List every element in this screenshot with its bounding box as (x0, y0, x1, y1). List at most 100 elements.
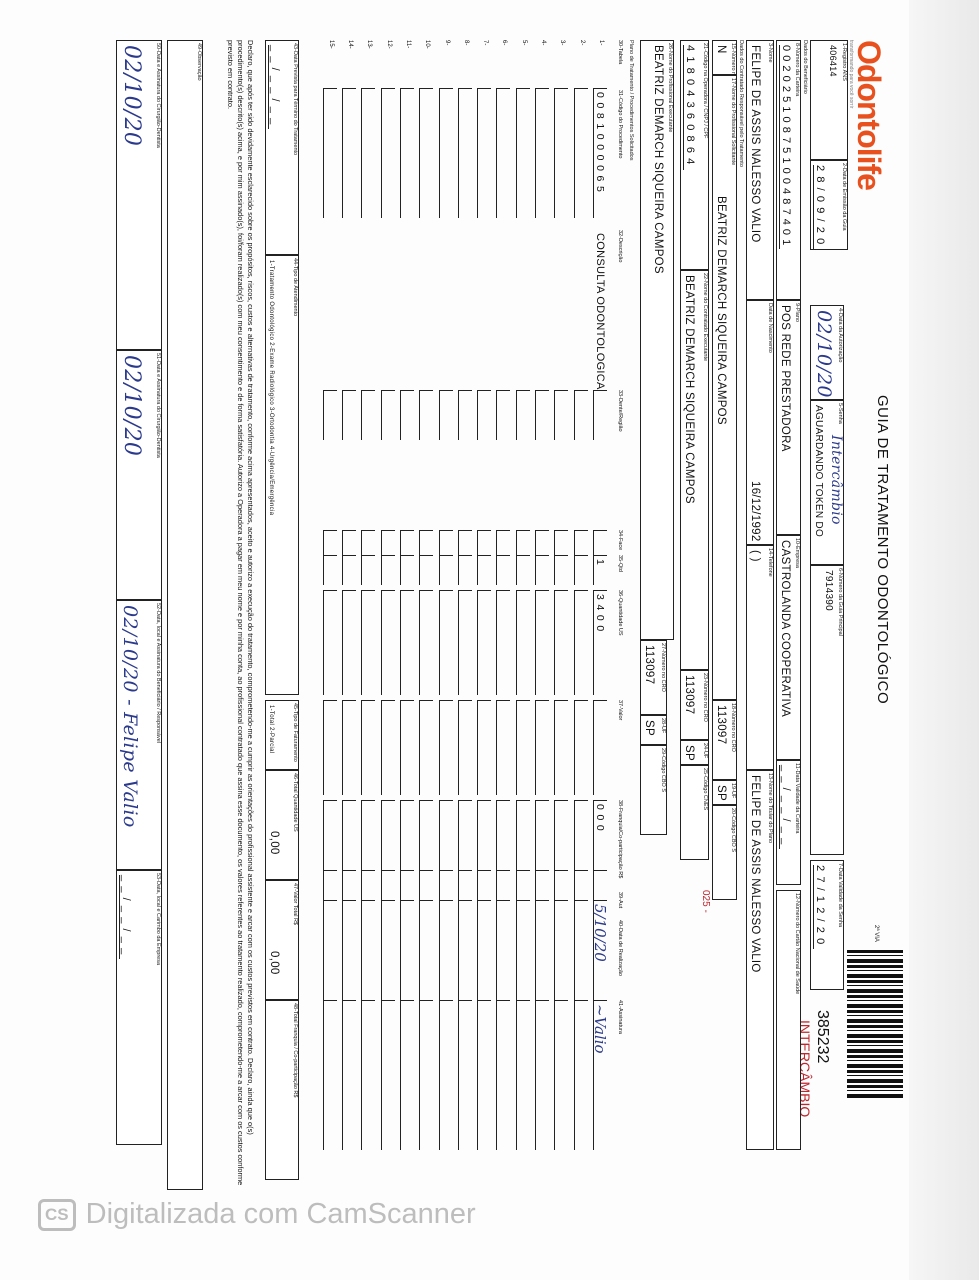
cell-aut[interactable] (322, 870, 337, 900)
cell-date[interactable] (496, 900, 511, 1000)
cell-valor[interactable] (457, 700, 472, 795)
cell-us[interactable] (400, 590, 414, 695)
cell-code[interactable] (322, 88, 337, 218)
cell-franq[interactable] (515, 800, 530, 870)
field-valor-total[interactable]: 47-Valor Total R$0,00 (265, 880, 299, 1000)
cell-aut[interactable] (593, 870, 607, 900)
cell-sign[interactable] (419, 1000, 434, 1150)
cell-dente[interactable] (419, 390, 434, 440)
cell-qtd[interactable] (477, 555, 492, 585)
cell-dente[interactable] (477, 390, 492, 440)
cell-valor[interactable] (554, 700, 569, 795)
cell-desc[interactable] (400, 230, 414, 390)
cell-us[interactable] (573, 590, 588, 695)
cell-desc[interactable] (419, 230, 433, 390)
field-cbo-profissional[interactable]: 29-Código CBO S (640, 745, 667, 835)
cell-code[interactable] (573, 88, 588, 218)
cell-valor[interactable] (535, 700, 550, 795)
cell-valor[interactable] (400, 700, 414, 795)
cell-sign[interactable] (400, 1000, 414, 1150)
cell-date[interactable] (573, 900, 588, 1000)
cell-dente[interactable] (400, 390, 414, 440)
cell-aut[interactable] (535, 870, 550, 900)
cell-desc[interactable] (477, 230, 491, 390)
field-carimbo-empresa[interactable]: 53-Data, local e Carimbo da Empresa__/__… (116, 870, 162, 1145)
cell-aut[interactable] (457, 870, 472, 900)
cell-code[interactable] (477, 88, 492, 218)
field-telefone[interactable]: 14-Telefone( ) (746, 545, 774, 770)
cell-sign[interactable] (515, 1000, 530, 1150)
cell-date[interactable] (380, 900, 395, 1000)
cell-desc[interactable] (516, 230, 530, 390)
cell-code[interactable] (535, 88, 550, 218)
cell-aut[interactable] (477, 870, 492, 900)
cell-dente[interactable] (322, 390, 337, 440)
cell-valor[interactable] (438, 700, 453, 795)
cell-us[interactable] (322, 590, 337, 695)
cell-us[interactable]: 3400 (593, 590, 607, 695)
cell-aut[interactable] (515, 870, 530, 900)
cell-qtd[interactable] (342, 555, 357, 585)
cell-franq[interactable] (400, 800, 414, 870)
cell-us[interactable] (477, 590, 492, 695)
cell-desc[interactable] (497, 230, 511, 390)
cell-qtd[interactable] (361, 555, 376, 585)
cell-date[interactable] (322, 900, 337, 1000)
field-cnes[interactable]: 25-Código CNES (680, 765, 709, 860)
cell-sign[interactable] (477, 1000, 492, 1150)
field-cro-uf[interactable]: 15-Número no CRO e UFN (712, 40, 737, 105)
cell-code[interactable] (342, 88, 357, 218)
cell-code[interactable] (457, 88, 472, 218)
field-observacao[interactable]: 49-Observação (167, 40, 203, 1190)
cell-date[interactable] (361, 900, 376, 1000)
cell-date[interactable] (342, 900, 357, 1000)
cell-franq[interactable] (419, 800, 434, 870)
cell-franq[interactable] (496, 800, 511, 870)
cell-qtd[interactable] (457, 555, 472, 585)
cell-sign[interactable]: ~Valio (591, 1000, 609, 1150)
cell-qtd[interactable] (322, 555, 337, 585)
cell-valor[interactable] (361, 700, 376, 795)
cell-sign[interactable] (380, 1000, 395, 1150)
cell-qtd[interactable] (438, 555, 453, 585)
cell-dente[interactable] (380, 390, 395, 440)
cell-valor[interactable] (419, 700, 434, 795)
cell-us[interactable] (554, 590, 569, 695)
cell-aut[interactable] (438, 870, 453, 900)
cell-valor[interactable] (496, 700, 511, 795)
cell-franq[interactable] (342, 800, 357, 870)
cell-us[interactable] (496, 590, 511, 695)
cell-sign[interactable] (573, 1000, 588, 1150)
cell-aut[interactable] (361, 870, 376, 900)
cell-dente[interactable] (496, 390, 511, 440)
cell-qtd[interactable] (554, 555, 569, 585)
cell-code[interactable] (380, 88, 395, 218)
cell-dente[interactable] (573, 390, 588, 440)
cell-desc[interactable] (439, 230, 453, 390)
cell-date[interactable] (535, 900, 550, 1000)
field-validade-carteira[interactable]: 11-Data Validade da Carteira__/__/__ (776, 760, 801, 885)
cell-dente[interactable] (438, 390, 453, 440)
cell-dente[interactable] (342, 390, 357, 440)
cell-qtd[interactable] (496, 555, 511, 585)
cell-sign[interactable] (361, 1000, 376, 1150)
cell-us[interactable] (380, 590, 395, 695)
cell-aut[interactable] (380, 870, 395, 900)
cell-valor[interactable] (515, 700, 530, 795)
cell-qtd[interactable] (400, 555, 414, 585)
cell-franq[interactable] (322, 800, 337, 870)
cell-qtd[interactable] (380, 555, 395, 585)
